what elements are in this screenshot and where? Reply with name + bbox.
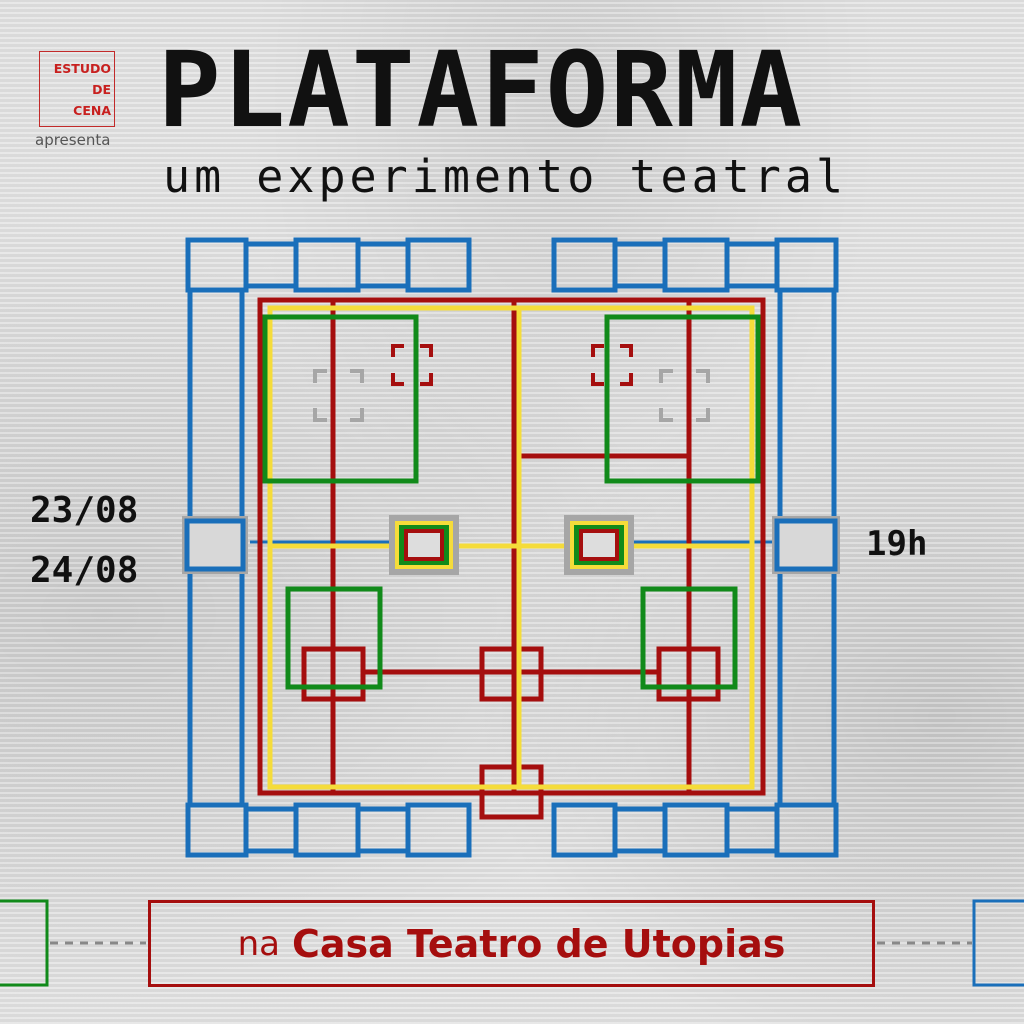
poster-subtitle: um experimento teatral — [163, 150, 848, 203]
estudo-de-cena-logo: ESTUDO DE CENA — [39, 51, 115, 127]
poster-title: PLATAFORMA — [158, 29, 805, 151]
bottom-decoration — [0, 899, 1024, 987]
venue-name: Casa Teatro de Utopias — [292, 921, 786, 966]
show-time: 19h — [866, 524, 928, 564]
side-gray-boxes — [182, 516, 840, 574]
green-areas — [262, 314, 761, 690]
presents-label: apresenta — [35, 131, 111, 149]
blue-platforms — [185, 237, 839, 858]
venue-prefix: na — [237, 923, 280, 964]
logo-line: CENA — [73, 103, 111, 118]
logo-line: DE — [92, 82, 111, 97]
date-2: 24/08 — [30, 550, 139, 591]
yellow-outline — [267, 305, 755, 790]
venue-banner: na Casa Teatro de Utopias — [148, 900, 875, 987]
date-1: 23/08 — [30, 490, 139, 531]
center-markers — [389, 515, 634, 575]
logo-line: ESTUDO — [53, 61, 111, 76]
red-structure — [257, 297, 766, 820]
corner-brackets — [313, 344, 710, 422]
